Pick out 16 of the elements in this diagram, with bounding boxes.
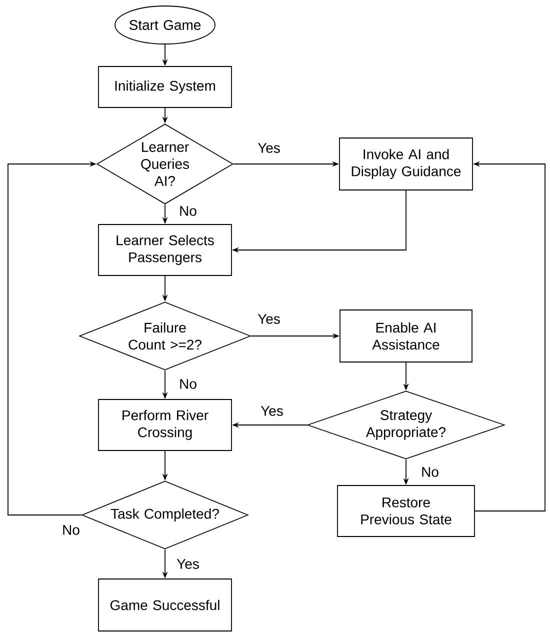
process-box: Initialize System [98, 66, 232, 108]
edge-label: Yes [260, 405, 284, 417]
edge-label: Yes [256, 313, 282, 325]
process-box: Invoke AI and Display Guidance [339, 138, 473, 190]
process-box: Enable AI Assistance [340, 310, 472, 362]
terminal-oval: Start Game [114, 6, 216, 44]
edge-label: Yes [256, 142, 282, 154]
process-box: Learner Selects Passengers [98, 224, 232, 276]
edge-label: No [178, 205, 198, 217]
edge-label: No [61, 524, 81, 536]
process-box: Game Successful [98, 578, 232, 632]
process-box: Restore Previous State [337, 485, 475, 537]
edge-label: No [178, 378, 198, 390]
process-box: Perform River Crossing [98, 399, 232, 451]
edge-label: No [420, 466, 440, 478]
edge-label: Yes [176, 558, 200, 570]
